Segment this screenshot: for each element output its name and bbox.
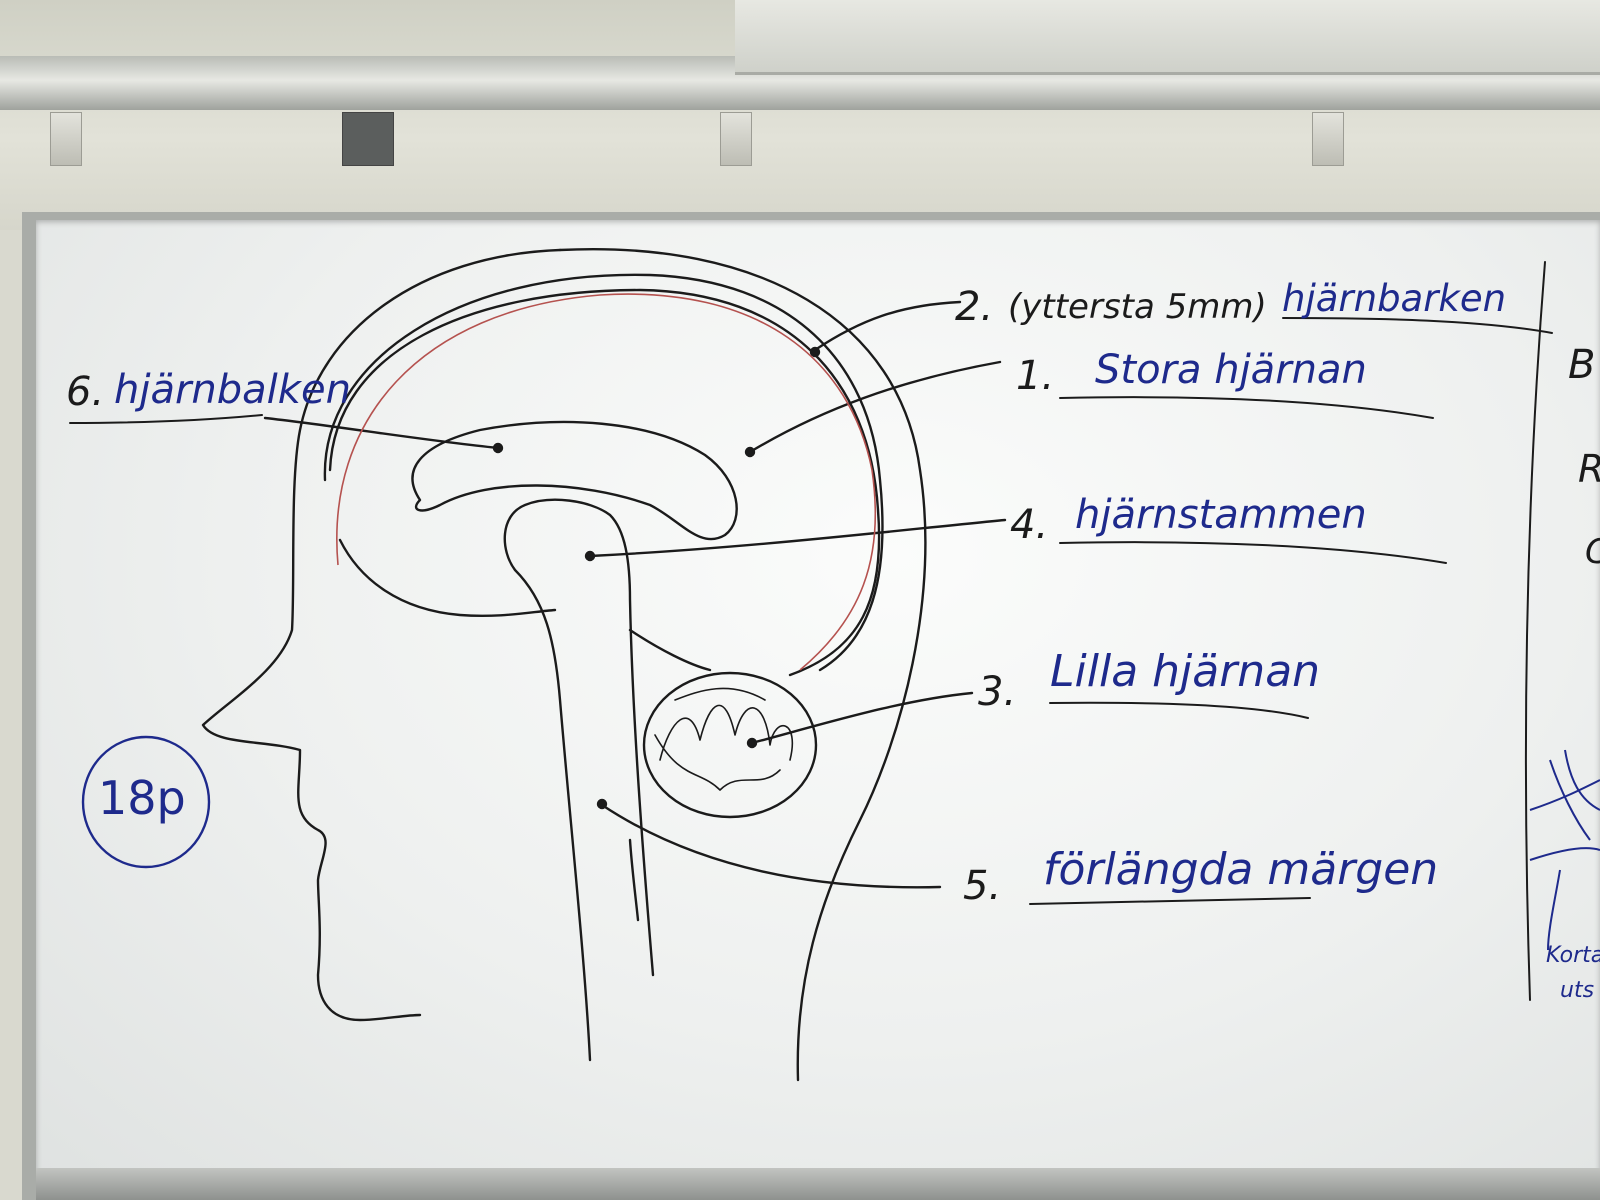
- underline: [1059, 396, 1434, 419]
- label-medulla-number: 5.: [963, 863, 1002, 909]
- cortex-red: [336, 293, 877, 671]
- label-cerebrum-number: 1.: [1016, 353, 1055, 399]
- edge-fragment: C: [1585, 535, 1600, 569]
- cerebellum-folds: [654, 687, 794, 791]
- pointer-cortex: [813, 300, 962, 352]
- underline: [1029, 897, 1311, 905]
- edge-fragment: Korta: [1546, 943, 1600, 968]
- pointer-medulla: [600, 803, 942, 889]
- brainstem-front: [503, 498, 655, 1062]
- cerebellum-link: [628, 628, 712, 672]
- edge-fragment: R: [1578, 450, 1600, 488]
- brain-outline: [328, 288, 881, 677]
- rail-clip: [50, 112, 82, 166]
- whiteboard-tray: [36, 1168, 1600, 1200]
- underline: [1049, 701, 1309, 719]
- points-circle: [81, 735, 211, 869]
- rail-clip: [720, 112, 752, 166]
- pointer-cerebrum: [748, 360, 1002, 454]
- pointer-cerebellum: [750, 691, 974, 745]
- projector-screen-housing: [735, 0, 1600, 75]
- face-profile: [201, 248, 562, 1022]
- edge-fragment: uts: [1560, 978, 1595, 1003]
- label-cortex-note: (yttersta 5mm): [1008, 287, 1267, 327]
- pointer-corpus: [263, 416, 500, 450]
- label-cerebrum-name: Stora hjärnan: [1095, 347, 1367, 393]
- pointer-brainstem: [588, 518, 1007, 558]
- rail-clip: [1312, 112, 1344, 166]
- skull-line: [323, 273, 884, 672]
- label-cerebellum-name: Lilla hjärnan: [1050, 646, 1321, 697]
- label-brainstem-name: hjärnstammen: [1075, 492, 1367, 538]
- label-corpus-name: hjärnbalken: [114, 367, 351, 413]
- head-outline: [558, 248, 927, 1082]
- label-corpus-number: 6.: [66, 369, 105, 415]
- neuron-sketch: [1529, 749, 1600, 951]
- corpus-callosum: [411, 420, 738, 541]
- label-cortex-number: 2.: [955, 284, 994, 330]
- edge-fragment: B: [1568, 342, 1596, 388]
- rail-clip: [342, 112, 394, 166]
- board-divider: [1524, 261, 1546, 1001]
- label-brainstem-number: 4.: [1010, 502, 1049, 548]
- underline: [1059, 541, 1447, 564]
- brain-base: [338, 538, 557, 618]
- label-medulla-name: förlängda märgen: [1043, 844, 1439, 895]
- cerebellum: [642, 671, 818, 819]
- underline: [69, 414, 263, 424]
- label-cerebellum-number: 3.: [978, 669, 1017, 715]
- label-cortex-name: hjärnbarken: [1282, 277, 1507, 320]
- whiteboard: [36, 220, 1600, 1180]
- spinal-line: [628, 838, 640, 922]
- points-label: 18p: [98, 771, 186, 825]
- underline: [1282, 317, 1553, 334]
